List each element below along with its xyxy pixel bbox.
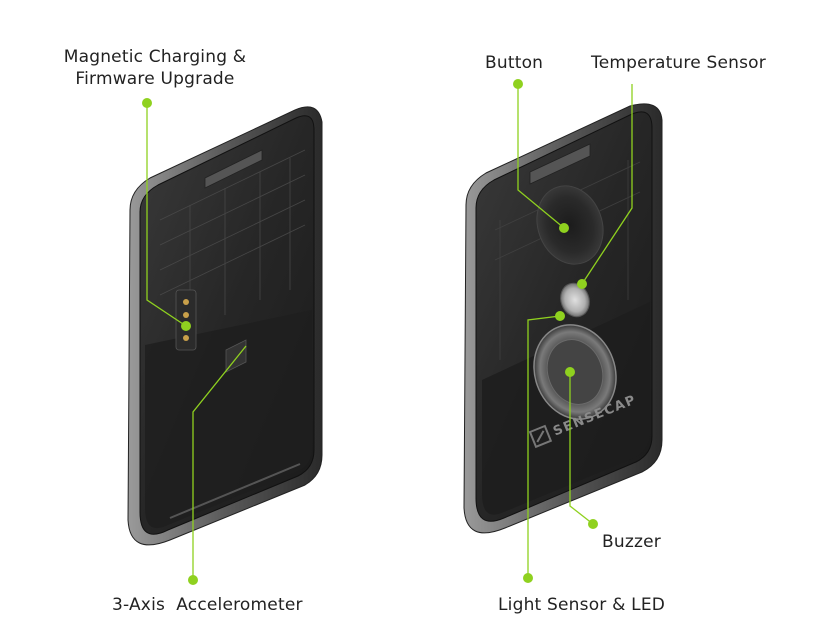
light-sensor-lens: [560, 282, 590, 318]
label-magnetic-charging-line2: Firmware Upgrade: [75, 69, 235, 89]
callout-dots: [142, 79, 598, 585]
label-accelerometer: 3-Axis Accelerometer: [112, 595, 303, 615]
label-magnetic-charging: Magnetic Charging & Firmware Upgrade: [40, 46, 270, 90]
callout-line-accelerometer: [192, 345, 247, 580]
dot-magnetic-charging: [181, 321, 191, 331]
callout-line-temperature: [581, 84, 633, 285]
dot-buzzer-bottom: [588, 519, 598, 529]
button-disc: [536, 185, 604, 265]
dot-accelerometer: [188, 575, 198, 585]
dot-button-top: [513, 79, 523, 89]
dot-magnetic-charging-top: [142, 98, 152, 108]
callout-line-magnetic-charging: [146, 103, 187, 327]
dot-temperature-sensor: [577, 279, 587, 289]
callouts: [146, 84, 633, 580]
dot-light-sensor: [555, 311, 565, 321]
label-buzzer: Buzzer: [602, 532, 661, 552]
left-device: [127, 106, 323, 546]
callout-line-button: [517, 84, 565, 229]
dot-button: [559, 223, 569, 233]
callout-line-buzzer: [569, 372, 594, 525]
label-button: Button: [485, 53, 544, 73]
callout-line-light-sensor: [527, 315, 561, 578]
dot-buzzer: [565, 367, 575, 377]
label-magnetic-charging-line1: Magnetic Charging &: [63, 47, 247, 67]
label-light-sensor-led: Light Sensor & LED: [498, 595, 666, 615]
dot-light-sensor-bottom: [523, 573, 533, 583]
label-temperature-sensor: Temperature Sensor: [591, 53, 766, 73]
